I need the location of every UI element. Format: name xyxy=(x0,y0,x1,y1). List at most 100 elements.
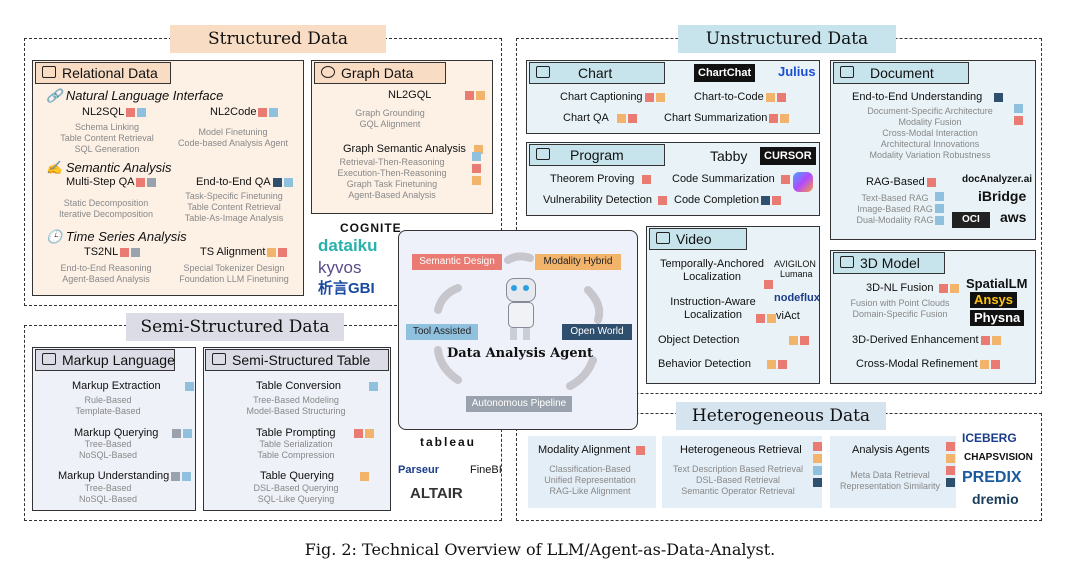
oci-logo: OCI xyxy=(952,212,990,228)
nl2sql-sub-3: SQL Generation xyxy=(74,144,140,154)
gsa-sub-2: Execution-Then-Reasoning xyxy=(337,168,447,178)
unstructured-band: Unstructured Data xyxy=(678,25,896,53)
code-completion: Code Completion xyxy=(674,194,781,207)
agent-title: Data Analysis Agent xyxy=(446,346,594,361)
graph-title: Graph Data xyxy=(314,62,446,84)
tsalign-label: TS Alignment xyxy=(200,246,288,259)
instruction-localization: Instruction-Aware Localization xyxy=(670,296,756,321)
video-panel xyxy=(646,226,820,384)
docanalyzer-logo: docAnalyzer.ai xyxy=(962,174,1033,185)
cube-icon xyxy=(840,256,854,268)
alignment-sub-1: Classification-Based xyxy=(549,464,631,474)
table-conversion: Table Conversion xyxy=(256,380,378,393)
chart-qa: Chart QA xyxy=(563,112,637,125)
gsa-sub-1: Retrieval-Then-Reasoning xyxy=(339,157,445,167)
nl2sql-sub-1: Schema Linking xyxy=(74,122,140,132)
table-querying-sub-1: DSL-Based Querying xyxy=(253,483,339,493)
doc-e2e-sub-4: Architectural Innovations xyxy=(880,139,980,149)
terminal-icon xyxy=(536,148,550,160)
stage-tool-assisted: Tool Assisted xyxy=(406,324,478,340)
retrieval-squares xyxy=(813,442,822,487)
document-panel xyxy=(830,60,1036,240)
nl2code-label: NL2Code xyxy=(210,106,279,119)
3d-derived: 3D-Derived Enhancement xyxy=(852,334,1001,347)
agents-sub-2: Representation Similarity xyxy=(839,481,941,491)
gsa-sub-4: Agent-Based Analysis xyxy=(348,190,436,200)
predix-logo: PREDIX xyxy=(962,469,1022,486)
markup-extraction: Markup Extraction xyxy=(72,380,194,393)
avigilon-logo: AVIGILON xyxy=(774,259,816,269)
chartchat-logo: ChartChat xyxy=(694,64,756,82)
ts2nl-label: TS2NL xyxy=(84,246,141,259)
markup-querying-sub-1: Tree-Based xyxy=(84,439,132,449)
grid-icon xyxy=(212,353,226,365)
chart-icon xyxy=(536,66,550,78)
temporal-squares xyxy=(762,276,773,294)
relational-title: Relational Data xyxy=(35,62,171,84)
robot-icon xyxy=(498,278,542,342)
clock-icon: 🕒 xyxy=(46,229,63,244)
hetero-agents-panel xyxy=(830,436,956,508)
doc-e2e-label: End-to-End Understanding xyxy=(852,91,1004,104)
copilot-icon xyxy=(793,172,813,192)
nodeflux-logo: nodeflux xyxy=(774,292,820,304)
timeseries-heading: 🕒 Time Series Analysis xyxy=(46,229,187,244)
nl2gql-sub-2: GQL Alignment xyxy=(359,119,421,129)
parseur-logo: Parseur xyxy=(398,464,439,476)
tsalign-sub-1: Special Tokenizer Design xyxy=(183,263,285,273)
rag-sub-2: Image-Based RAG xyxy=(857,204,933,214)
agent-cycle-arrows xyxy=(434,252,604,390)
nl-fusion-label: 3D-NL Fusion xyxy=(866,282,960,295)
physna-logo: Physna xyxy=(970,310,1025,326)
nl-fusion-sub-2: Domain-Specific Fusion xyxy=(852,309,948,319)
object-detection: Object Detection xyxy=(658,334,810,347)
stage-semantic-design: Semantic Design xyxy=(412,254,502,270)
video-icon xyxy=(656,232,670,244)
aws-logo: aws xyxy=(1000,209,1027,225)
table-prompting-sub-2: Table Compression xyxy=(257,450,335,460)
iceberg-logo: ICEBERG xyxy=(962,431,1017,445)
rag-label: RAG-Based xyxy=(866,176,936,189)
table-querying-sub-2: SQL-Like Querying xyxy=(257,494,335,504)
markup-panel xyxy=(32,347,196,511)
instruction-squares xyxy=(754,310,776,328)
chart-title: Chart xyxy=(529,62,665,84)
table-icon xyxy=(42,66,56,78)
ibridge-logo: iBridge xyxy=(978,188,1027,204)
table-prompting-sub-1: Table Serialization xyxy=(259,439,333,449)
link-icon: 🔗 xyxy=(46,88,63,103)
chart-to-code: Chart-to-Code xyxy=(694,91,786,104)
stage-open-world: Open World xyxy=(562,324,632,340)
gsa-label: Graph Semantic Analysis xyxy=(343,143,483,156)
video-title: Video xyxy=(649,228,747,250)
nl2code-sub-1: Model Finetuning xyxy=(198,127,268,137)
nl2gql-label: NL2GQL xyxy=(388,89,486,102)
markup-understanding-sub-2: NoSQL-Based xyxy=(78,494,138,504)
temporal-localization: Temporally-Anchored Localization xyxy=(660,258,764,283)
rag-sub-3: Dual-Modality RAG xyxy=(856,215,934,225)
code-icon xyxy=(42,353,56,365)
program-title: Program xyxy=(529,144,665,166)
stage-modality-hybrid: Modality Hybrid xyxy=(535,254,621,270)
nl2code-sub-2: Code-based Analysis Agent xyxy=(177,138,289,148)
dremio-logo: dremio xyxy=(972,491,1019,507)
nl2sql-label: NL2SQL xyxy=(82,106,147,119)
nl-fusion-sub-1: Fusion with Point Clouds xyxy=(850,298,950,308)
markup-querying: Markup Querying xyxy=(74,427,193,440)
kyvos-logo: kyvos xyxy=(318,258,362,277)
altair-logo: ALTAIR xyxy=(410,485,463,502)
sparkle-icon: ✍ xyxy=(46,160,63,175)
doc-e2e-sub-3: Cross-Modal Interaction xyxy=(882,128,978,138)
rag-sub-1: Text-Based RAG xyxy=(861,193,929,203)
tableau-logo: tableau xyxy=(420,435,477,449)
semitable-title: Semi-Structured Table xyxy=(205,349,389,371)
model3d-title: 3D Model xyxy=(833,252,945,274)
markup-understanding-sub-1: Tree-Based xyxy=(84,483,132,493)
gsa-sub-3: Graph Task Finetuning xyxy=(346,179,438,189)
hetero-retrieval-panel xyxy=(662,436,822,508)
chart-captioning: Chart Captioning xyxy=(560,91,665,104)
e2eqa-sub-1: Task-Specific Finetuning xyxy=(185,191,283,201)
document-icon xyxy=(840,66,854,78)
markup-understanding: Markup Understanding xyxy=(58,470,192,483)
julius-logo: Julius xyxy=(778,64,816,79)
